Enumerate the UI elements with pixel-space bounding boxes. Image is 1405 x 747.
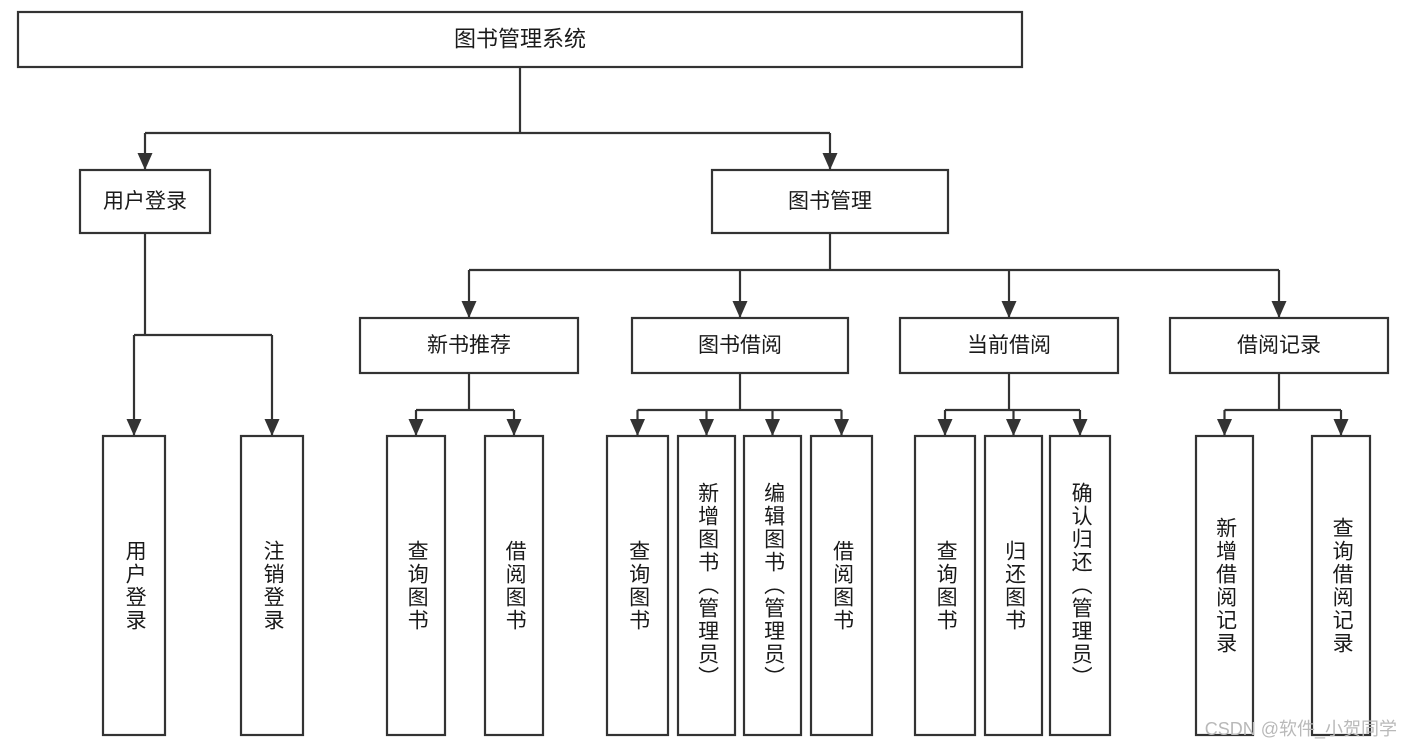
node-level3-1[interactable]: 新书推荐 <box>358 316 580 375</box>
node-root-box[interactable] <box>16 10 1024 69</box>
node-leaf-1-box[interactable] <box>101 434 167 737</box>
node-leaf-3-box[interactable] <box>385 434 447 737</box>
node-leaf-6-box[interactable] <box>676 434 737 737</box>
arrow-head-icon <box>1271 301 1287 318</box>
arrow-head-icon <box>699 419 714 436</box>
node-leaf-8-box[interactable] <box>809 434 874 737</box>
node-level2-1-label: 用户登录 <box>103 190 187 213</box>
node-leaf-5-box[interactable] <box>605 434 670 737</box>
node-root[interactable]: 图书管理系统 <box>16 10 1024 69</box>
node-level2-2-box[interactable] <box>710 168 950 235</box>
arrow-head-icon <box>1072 419 1088 436</box>
node-level2-1-box[interactable] <box>78 168 212 235</box>
arrow-head-icon <box>1001 301 1017 318</box>
node-leaf-10-box[interactable] <box>983 434 1044 737</box>
node-level3-2[interactable]: 图书借阅 <box>630 316 850 375</box>
arrow-head-icon <box>937 419 953 436</box>
arrow-head-icon <box>408 419 424 436</box>
node-level3-4[interactable]: 借阅记录 <box>1168 316 1390 375</box>
node-level3-4-box[interactable] <box>1168 316 1390 375</box>
node-level3-1-label: 新书推荐 <box>427 334 511 357</box>
arrow-head-icon <box>834 419 849 436</box>
node-leaf-2-box[interactable] <box>239 434 305 737</box>
node-level3-3-label: 当前借阅 <box>967 334 1051 357</box>
node-level2-2[interactable]: 图书管理 <box>710 168 950 235</box>
node-level3-4-label: 借阅记录 <box>1237 334 1321 357</box>
node-level3-3[interactable]: 当前借阅 <box>898 316 1120 375</box>
node-leaf-7-box[interactable] <box>742 434 803 737</box>
arrow-head-icon <box>1217 419 1232 436</box>
arrow-head-icon <box>1006 419 1021 436</box>
arrow-head-icon <box>506 419 522 436</box>
node-level2-1[interactable]: 用户登录 <box>78 168 212 235</box>
watermark-text: CSDN @软件_小贺同学 <box>1204 719 1397 739</box>
arrow-head-icon <box>732 301 748 318</box>
node-level2-2-label: 图书管理 <box>788 190 872 213</box>
arrow-head-icon <box>765 419 780 436</box>
node-level3-2-label: 图书借阅 <box>698 334 782 357</box>
arrow-head-icon <box>822 153 838 170</box>
node-level3-3-box[interactable] <box>898 316 1120 375</box>
node-leaf-13-box[interactable] <box>1310 434 1372 737</box>
arrow-head-icon <box>137 153 153 170</box>
arrow-head-icon <box>264 419 280 436</box>
arrow-head-icon <box>1333 419 1349 436</box>
node-level3-1-box[interactable] <box>358 316 580 375</box>
node-level3-2-box[interactable] <box>630 316 850 375</box>
node-root-label: 图书管理系统 <box>454 26 586 51</box>
arrow-head-icon <box>630 419 645 436</box>
node-leaf-4-box[interactable] <box>483 434 545 737</box>
node-leaf-11-box[interactable] <box>1048 434 1112 737</box>
arrow-head-icon <box>461 301 477 318</box>
connectors-layer <box>126 67 1349 436</box>
node-leaf-12-box[interactable] <box>1194 434 1255 737</box>
node-leaf-9-box[interactable] <box>913 434 977 737</box>
arrow-head-icon <box>126 419 142 436</box>
